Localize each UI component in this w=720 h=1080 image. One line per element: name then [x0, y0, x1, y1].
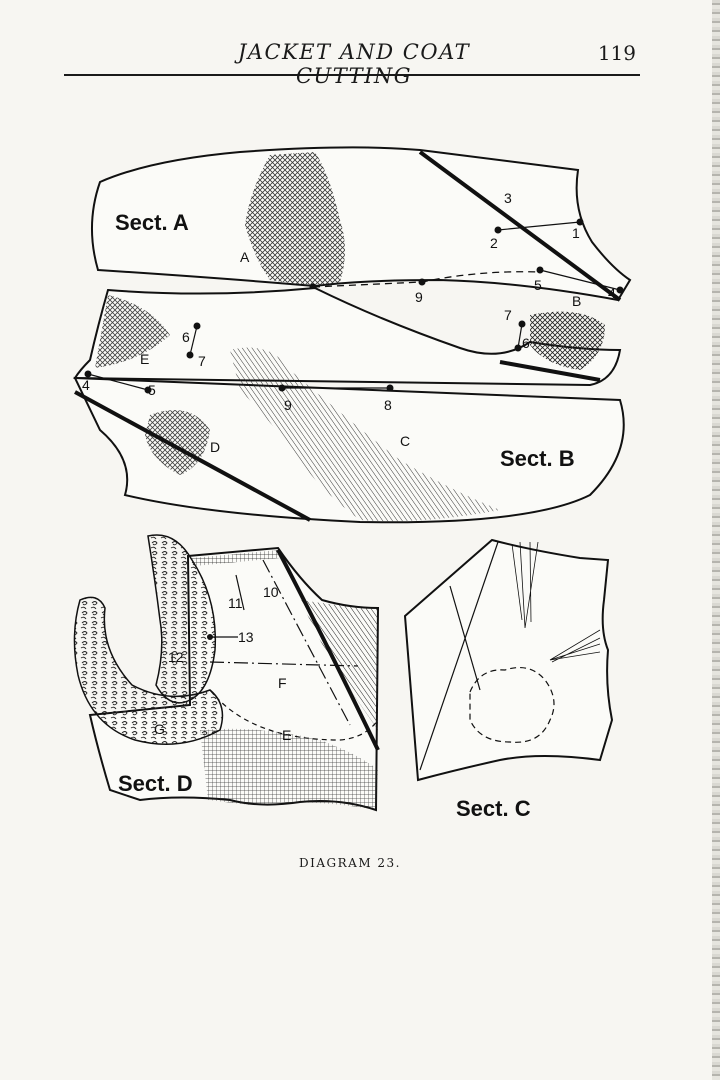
point-5-right-label: 5: [534, 277, 542, 293]
point-13-label: 13: [238, 629, 254, 645]
diagram-caption: DIAGRAM 23.: [299, 856, 401, 870]
section-a-label: Sect. A: [115, 210, 189, 235]
section-a-piece: [91, 146, 632, 302]
point-9-mid-label: 9: [284, 397, 292, 413]
letter-b: B: [572, 293, 581, 309]
section-c-label: Sect. C: [456, 796, 531, 821]
point-4-right-label: 4: [608, 285, 616, 301]
section-d-label: Sect. D: [118, 771, 193, 796]
letter-g: G: [154, 721, 165, 737]
letter-f: F: [278, 675, 287, 691]
point-4-left-label: 4: [82, 377, 90, 393]
letter-e-bottom: E: [282, 727, 291, 743]
section-c-piece: [403, 538, 614, 782]
page-number: 119: [597, 41, 636, 65]
letter-c: C: [400, 433, 410, 449]
running-head: JACKET AND COAT CUTTING: [237, 40, 471, 88]
point-7-left-label: 7: [198, 353, 206, 369]
page-header: JACKET AND COAT CUTTING 119: [64, 38, 640, 88]
pattern-diagram: Sect. A A 3 1 2 5 4 8 9 Sect. B 6 7 4 5 …: [73, 146, 632, 821]
point-5-left-label: 5: [148, 382, 156, 398]
section-d-piece: [73, 534, 380, 812]
point-9-top-label: 9: [415, 289, 423, 305]
point-1-label: 1: [572, 225, 580, 241]
letter-e-top: E: [140, 351, 149, 367]
section-b-label: Sect. B: [500, 446, 575, 471]
point-12-label: 12: [168, 649, 184, 665]
point-3-label: 3: [504, 190, 512, 206]
point-7-right-label: 7: [504, 307, 512, 323]
letter-d: D: [210, 439, 220, 455]
seam-line: [312, 271, 541, 288]
page-edge: [712, 0, 720, 1080]
point-6-left-label: 6: [182, 329, 190, 345]
section-b-piece: [73, 286, 625, 524]
point-11-label: 11: [228, 595, 243, 611]
point-6-right-label: 6: [522, 335, 530, 351]
letter-a: A: [240, 249, 250, 265]
point-10-label: 10: [263, 584, 279, 600]
point-8-mid-label: 8: [384, 397, 392, 413]
point-2-label: 2: [490, 235, 498, 251]
